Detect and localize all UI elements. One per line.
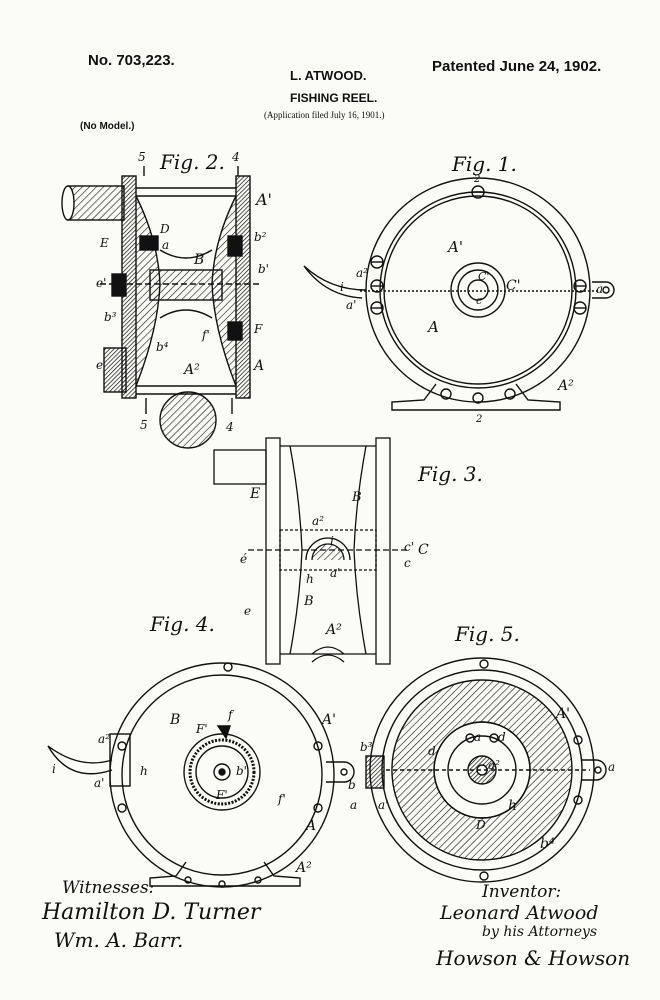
label: C <box>418 542 429 558</box>
label: é <box>240 552 247 566</box>
label: A² <box>184 362 200 378</box>
inventor-label: Inventor: <box>482 882 561 902</box>
label: E <box>250 486 260 502</box>
label: A <box>428 318 439 336</box>
label: D <box>476 818 486 832</box>
label: h <box>140 764 148 778</box>
label: a <box>162 238 169 252</box>
label: 2 <box>474 174 480 185</box>
label: 2 <box>476 414 482 425</box>
label: a' <box>330 566 340 580</box>
attorney-signature: Howson & Howson <box>436 946 630 970</box>
figure-3-drawing <box>214 438 410 664</box>
label: a <box>474 730 481 744</box>
figure-5-drawing <box>366 658 606 882</box>
label: A² <box>326 622 342 638</box>
label: c <box>476 294 482 307</box>
label: A' <box>322 712 336 728</box>
label: b' <box>258 262 269 276</box>
label: C' <box>478 270 489 283</box>
label: d <box>428 744 436 758</box>
label: 5 <box>140 418 148 432</box>
label: B <box>170 712 180 728</box>
label: b' <box>236 764 247 778</box>
label: F' <box>216 788 228 802</box>
label: D <box>160 222 170 236</box>
label: f <box>228 708 232 722</box>
label: d <box>498 730 506 744</box>
label: B <box>352 490 362 505</box>
label: 4 <box>226 420 234 434</box>
label: A' <box>256 190 272 209</box>
label: a <box>596 282 603 296</box>
label: E <box>100 236 109 250</box>
label: i <box>330 534 334 548</box>
label: b² <box>254 230 267 244</box>
label: c <box>404 556 411 570</box>
figure-2-drawing <box>62 166 262 448</box>
label: a² <box>356 266 368 280</box>
label: A² <box>558 378 574 394</box>
inventor-signature: Leonard Atwood <box>440 902 598 924</box>
label: C' <box>506 278 521 294</box>
label: f' <box>278 792 286 806</box>
label: 4 <box>232 150 240 164</box>
label: h <box>508 798 517 814</box>
label: a' <box>378 798 388 812</box>
label: b⁴ <box>540 836 555 852</box>
label: 5 <box>138 150 146 164</box>
label: F' <box>196 722 208 736</box>
label: A <box>254 358 264 374</box>
label: B <box>194 252 204 268</box>
label: i <box>340 280 344 294</box>
label: a <box>608 760 615 774</box>
label: e <box>244 604 251 618</box>
witness-signature-1: Hamilton D. Turner <box>42 900 260 925</box>
attorneys-label: by his Attorneys <box>482 924 597 940</box>
label: A' <box>556 706 570 722</box>
label: f' <box>202 328 210 342</box>
label: b <box>348 778 356 792</box>
label: A² <box>296 860 312 876</box>
label: a <box>350 798 357 812</box>
label: a' <box>94 776 104 790</box>
label: i <box>52 762 56 776</box>
label: A <box>306 818 316 834</box>
figure-4-drawing <box>48 663 354 887</box>
label: e' <box>96 276 106 290</box>
label: F <box>254 322 262 336</box>
witnesses-label: Witnesses: <box>62 878 154 898</box>
label: B <box>304 594 314 609</box>
label: e <box>96 358 103 372</box>
figure-1-drawing <box>304 178 614 410</box>
label: a² <box>312 514 324 528</box>
label: a' <box>346 298 356 312</box>
label: a² <box>98 732 110 746</box>
witness-signature-2: Wm. A. Barr. <box>54 928 183 952</box>
label: a² <box>488 758 500 772</box>
label: c' <box>404 540 414 554</box>
label: b³ <box>360 740 373 754</box>
label: b³ <box>104 310 117 324</box>
label: h <box>306 572 314 586</box>
label: A' <box>448 238 463 256</box>
label: b⁴ <box>156 340 169 354</box>
